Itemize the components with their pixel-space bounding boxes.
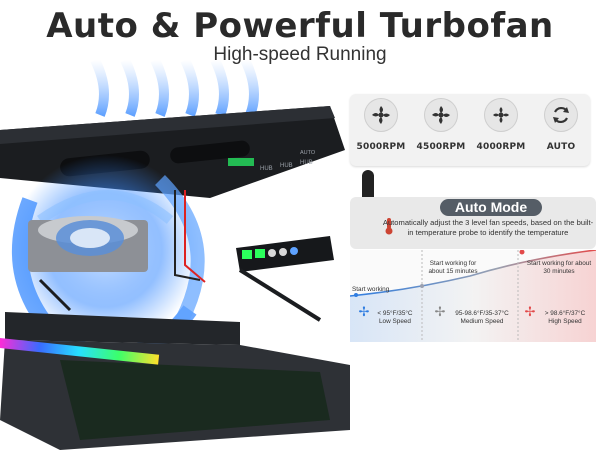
fan-icon (424, 98, 458, 132)
stage-condition: < 95°F/35°C (377, 310, 413, 317)
speed-mode-auto: AUTO (532, 98, 590, 152)
fan-icon: ✢ (434, 304, 446, 319)
speed-mode-5000: 5000RPM (352, 98, 410, 152)
fan-icon: ✢ (358, 304, 370, 319)
headline-title: Auto & Powerful Turbofan (46, 6, 554, 46)
auto-mode-description: Automatically adjust the 3 level fan spe… (382, 218, 594, 237)
control-board (236, 236, 334, 272)
stage-start-note: Start working (352, 286, 390, 293)
stage-start-note: Start working for about 15 minutes (428, 260, 478, 275)
speed-mode-4500: 4500RPM (412, 98, 470, 152)
hub-label-2: HUB (280, 163, 293, 169)
stage-start-note: Start working for about 30 minutes (526, 260, 592, 275)
temperature-stage-chart: Start working Start working for about 15… (350, 250, 596, 342)
speed-label: 5000RPM (356, 142, 406, 152)
auto-label-device: AUTO (300, 150, 316, 156)
cooling-station-illustration: HUB HUB HUB AUTO (0, 60, 350, 450)
hub-label-3: HUB (300, 160, 313, 166)
base-tray (0, 268, 350, 450)
airflow-top (90, 60, 259, 117)
headline-subtitle: High-speed Running (213, 44, 387, 65)
fan-speed-panel: 5000RPM 4500RPM 4000RPM AUTO (350, 94, 590, 166)
fan-icon (484, 98, 518, 132)
fan-icon: ✢ (524, 304, 536, 319)
stage-speed: High Speed (548, 318, 582, 325)
stage-speed: Medium Speed (460, 318, 504, 325)
small-thermometer-icon (385, 218, 393, 235)
stage-condition: 95-98.6°F/35-37°C (455, 310, 509, 317)
auto-mode-title: Auto Mode (440, 199, 542, 216)
speed-label: 4500RPM (416, 142, 466, 152)
auto-cycle-icon (544, 98, 578, 132)
rgb-light-strip (0, 337, 160, 365)
speed-mode-4000: 4000RPM (472, 98, 530, 152)
turbofan-unit (28, 216, 148, 272)
stage-condition: > 98.6°F/37°C (544, 310, 586, 317)
speed-label: 4000RPM (476, 142, 526, 152)
hub-label-1: HUB (260, 166, 273, 172)
speed-label: AUTO (546, 142, 576, 152)
stage-speed: Low Speed (379, 318, 411, 325)
fan-icon (364, 98, 398, 132)
